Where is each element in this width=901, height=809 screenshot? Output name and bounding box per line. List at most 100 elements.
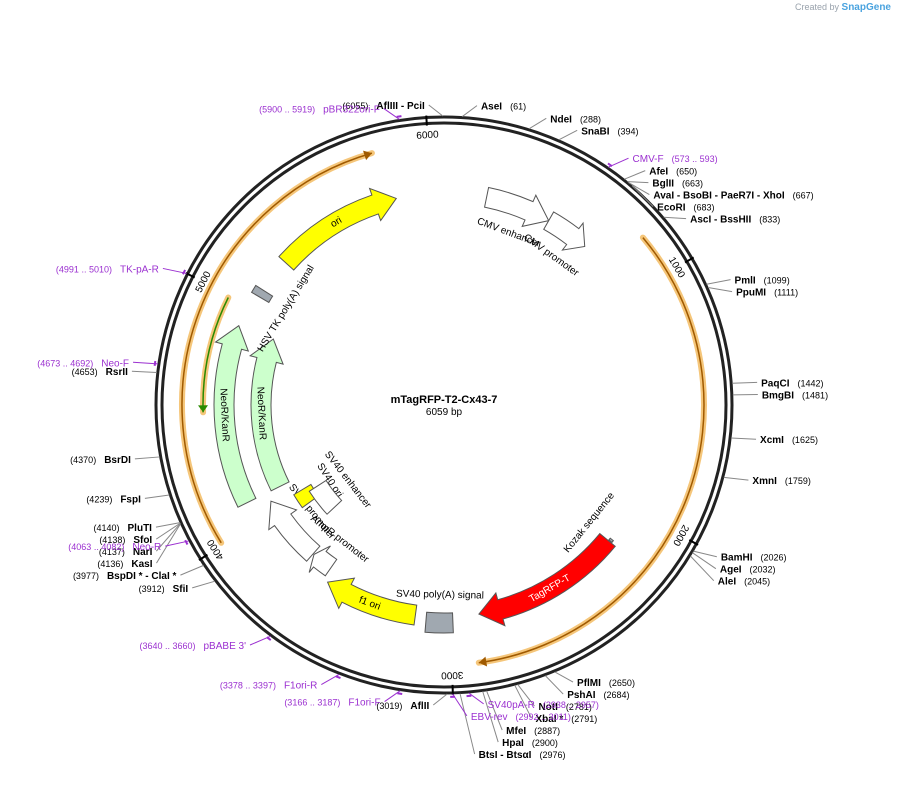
bmgBI-enzyme-name: BmgBI [762,391,794,402]
aflIII-pciI-enzyme-pos: (6055) [342,101,368,111]
sv40-polya-arrow [424,611,454,634]
snabI-leader [558,129,578,141]
avaI-xhoI-enzyme-pos: (667) [793,191,814,201]
tick-label-3000: 3000 [441,669,464,681]
fspI-enzyme-name: FspI [120,494,141,505]
tick-mark-5000 [185,272,196,279]
snabI-enzyme-name: SnaBI [581,126,610,137]
f1-ori-arrow [326,577,418,626]
orf-layer [179,150,707,667]
f1ori-r-primer-mark [335,675,341,679]
bspDI-claI-leader [180,564,204,576]
ppuMI-leader [707,287,733,293]
ori-label: ori [329,215,344,230]
bamHI-leader [693,550,717,558]
neo-f-leader [133,361,158,365]
ageI-enzyme-pos: (2032) [750,565,776,575]
neo-f-primer-name: Neo-F [101,358,129,369]
aseI-leader [461,105,478,117]
ecoRI-leader [631,185,654,207]
tk-pa-r-primer-mark [182,269,187,275]
hsv-tk-polya-arrow [250,284,274,304]
afeI-enzyme-name: AfeI [649,167,668,178]
xmnI-enzyme-pos: (1759) [785,476,811,486]
sfoI-leader [155,522,181,540]
f1ori-f-primer-name: F1ori-F [348,698,380,709]
neo-f-primer-range: (4673 .. 4692) [37,358,93,368]
credit-prefix: Created by [794,2,840,12]
snapgene-credit: Created by SnapGene [795,2,891,13]
btsI-enzyme-name: BtsI - BtsαI [479,750,532,761]
fspI-leader [144,494,170,499]
xmnI-enzyme-name: XmnI [752,476,777,487]
hpaI-enzyme-name: HpaI [502,738,524,749]
hpaI-leader [482,691,499,743]
kasI-enzyme-name: KasI [131,559,152,570]
f1ori-f-primer-mark [397,692,403,695]
xbaI-leader [514,684,532,719]
bsrDI-enzyme-pos: (4370) [70,455,96,465]
narI-leader [155,523,181,552]
pmlI-enzyme-name: PmlI [735,276,756,287]
hsv-tk-polya-label: HSV TK poly(A) signal [256,263,317,353]
primer-layer: CMV-F(573 .. 593)SV40pA-R(2938 .. 2957)E… [37,105,717,723]
bamHI-enzyme-name: BamHI [721,553,753,564]
ecoRI-enzyme-name: EcoRI [657,203,686,214]
backbone-inner-ring [160,121,728,689]
orf-right-line [478,237,705,664]
aflIII-pciI-leader [428,104,444,117]
ppuMI-enzyme-pos: (1111) [774,288,798,298]
sfiI-enzyme-pos: (3912) [139,584,165,594]
paqCI-enzyme-pos: (1442) [797,378,823,388]
f1ori-r-primer-name: F1ori-R [284,681,317,692]
backbone-outer-ring [154,115,734,695]
pluTI-enzyme-pos: (4140) [94,523,120,533]
pluTI-leader [155,522,181,528]
ppuMI-enzyme-name: PpuMI [736,288,766,299]
paqCI-enzyme-name: PaqCI [761,378,790,389]
narI-enzyme-name: NarI [133,547,153,558]
ascI-leader [663,216,687,220]
pflMI-enzyme-name: PflMI [577,678,601,689]
avaI-xhoI-enzyme-name: AvaI - BsoBI - PaeR7I - XhoI [653,191,785,202]
orf-right-arrowhead [478,656,488,667]
mfeI-enzyme-pos: (2887) [534,726,560,736]
aleI-enzyme-pos: (2045) [744,577,770,587]
neo-f-primer-mark [153,360,157,366]
enzyme-layer: AseI(61)NdeI(288)SnaBI(394)AfeI(650)BglI… [70,101,828,761]
kasI-leader [156,523,181,564]
ascI-enzyme-pos: (833) [759,215,780,225]
cmv-f-primer-range: (573 .. 593) [672,154,718,164]
pbabe3-primer-range: (3640 .. 3660) [139,641,195,651]
hpaI-enzyme-pos: (2900) [532,738,558,748]
aflII-leader [432,693,448,706]
pflMI-leader [554,671,574,683]
bglII-leader [627,181,649,184]
xbaI-enzyme-name: XbaI * [535,714,563,725]
neor-kanr-inner-label: NeoR/KanR [254,386,267,440]
notI-leader [517,684,535,707]
aleI-enzyme-name: AleI [718,577,737,588]
tk-pa-r-primer-name: TK-pA-R [120,264,159,275]
sv40pa-r-primer-name: SV40pA-R [488,700,535,711]
btsI-enzyme-pos: (2976) [539,750,565,760]
btsI-leader [459,693,476,755]
tick-mark-2000 [688,539,699,546]
kozak-arrow [608,537,615,544]
aseI-enzyme-pos: (61) [510,102,526,112]
sfiI-enzyme-name: SfiI [173,584,189,595]
backbone [154,115,734,695]
tagrfp-t-arrow [478,532,616,627]
aflII-enzyme-pos: (3019) [376,701,402,711]
tick-mark-1000 [684,256,695,264]
ascI-enzyme-name: AscI - BssHII [690,215,751,226]
sfoI-enzyme-pos: (4138) [99,535,125,545]
ampr-promoter-arrow [308,545,338,577]
ndeI-enzyme-name: NdeI [550,114,572,125]
avaI-xhoI-leader [628,181,650,196]
orf-left-arrowhead [363,150,372,161]
f1ori-f-leader [384,690,401,702]
